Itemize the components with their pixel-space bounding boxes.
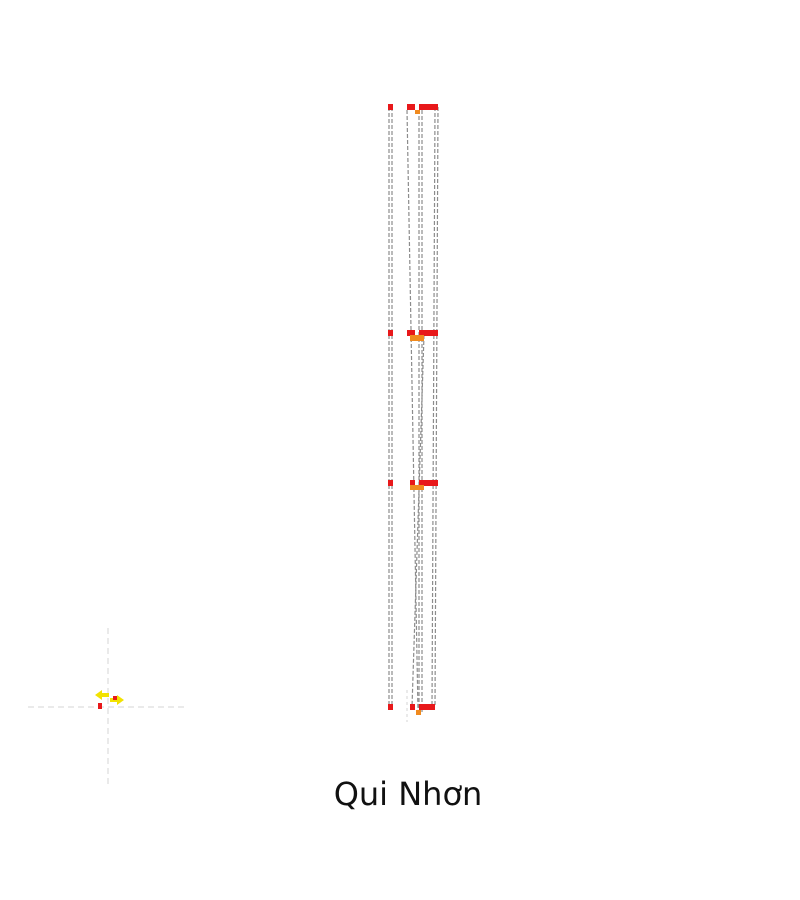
marker-l3-orange <box>410 485 424 490</box>
level-markers <box>388 104 438 715</box>
marker-top-mid <box>407 104 415 110</box>
column-structure <box>388 106 439 713</box>
column-line-right <box>431 106 436 708</box>
column-line-mid-d <box>411 334 425 708</box>
marker-l2-orange <box>410 335 424 341</box>
marker-l3-mid <box>410 480 415 486</box>
marker-bottom-right <box>419 704 435 710</box>
marker-top-orange <box>415 110 420 114</box>
marker-l2-right <box>419 330 438 336</box>
location-caption: Qui Nhơn <box>333 775 483 813</box>
marker-l2-left <box>388 330 393 336</box>
marker-top-right <box>419 104 438 110</box>
marker-bottom-orange <box>416 710 421 715</box>
marker-bottom-left <box>388 704 393 710</box>
marker-l2-mid <box>407 330 415 336</box>
marker-l3-right <box>419 480 438 486</box>
column-line-mid-a <box>406 109 419 713</box>
origin-crosshair <box>28 628 188 788</box>
marker-bottom-mid <box>410 704 415 710</box>
column-line-right-outer <box>434 106 439 708</box>
marker-l3-left <box>388 480 393 486</box>
marker-top-left <box>388 104 393 110</box>
compass-arrows-icon <box>95 690 124 709</box>
